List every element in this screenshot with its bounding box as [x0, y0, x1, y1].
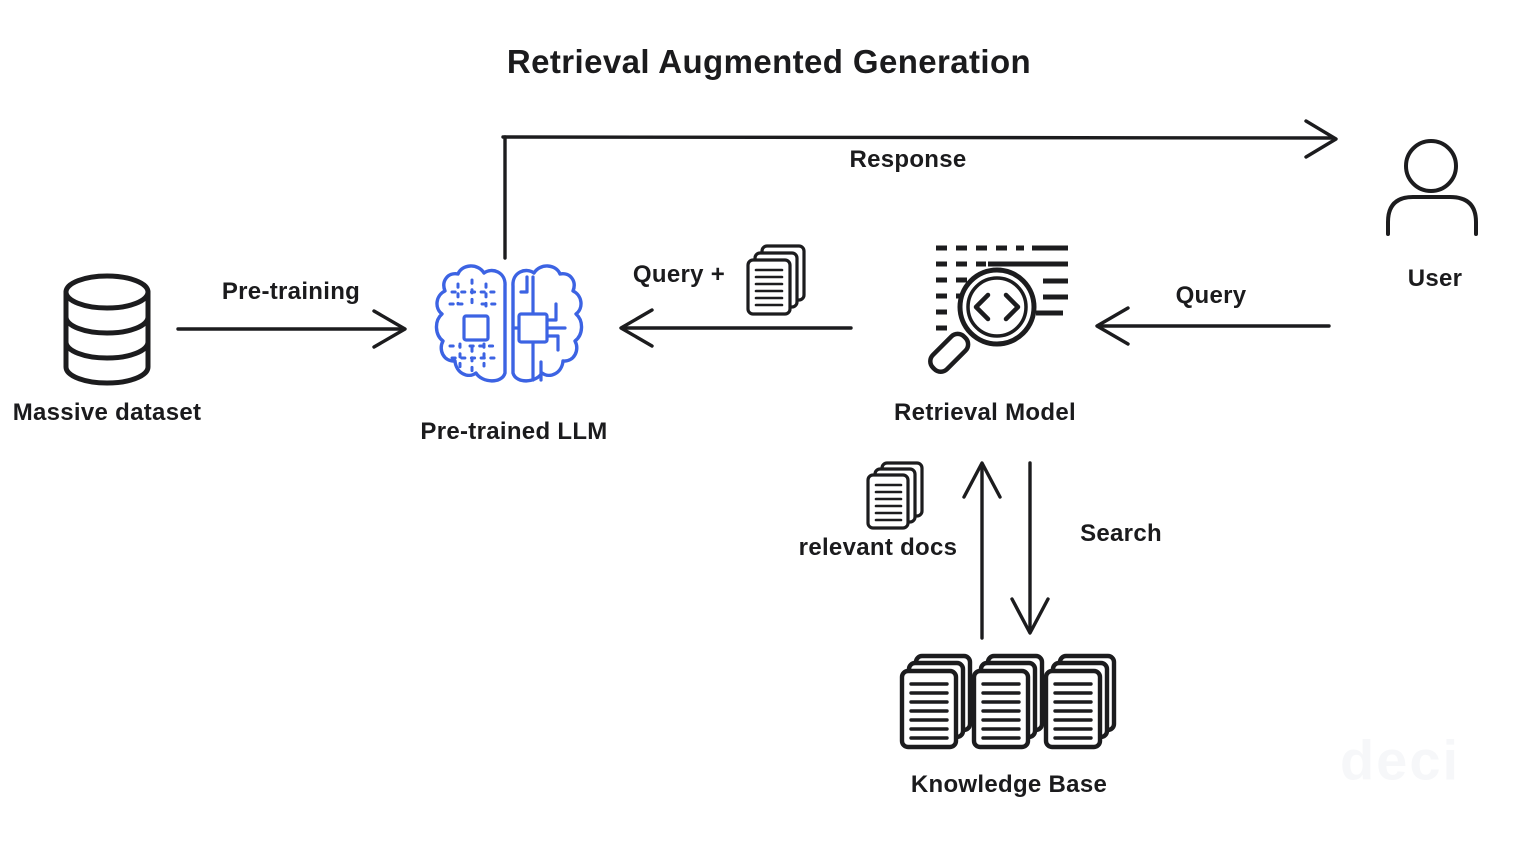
pre-trained-llm-label: Pre-trained LLM [420, 418, 608, 445]
user-label: User [1407, 265, 1463, 292]
query-label: Query [1175, 282, 1247, 309]
pre-training-label: Pre-training [221, 278, 361, 305]
document-stack [899, 653, 973, 750]
document-stack [971, 653, 1045, 750]
query-documents-icon [746, 244, 806, 316]
person-icon [1386, 139, 1478, 236]
massive-dataset-label: Massive dataset [12, 399, 202, 426]
pre-training-arrow [176, 309, 407, 349]
page-title: Retrieval Augmented Generation [506, 43, 1032, 80]
magnifier-code-icon [928, 245, 1068, 374]
knowledge-base-label: Knowledge Base [910, 771, 1108, 798]
brain-chip-icon [434, 264, 584, 383]
search-arrow [1010, 461, 1050, 635]
relevant-docs-arrow [962, 461, 1002, 640]
query-plus-arrow [619, 308, 853, 348]
watermark: deci [1339, 728, 1461, 792]
query-plus-label: Query + [632, 261, 726, 288]
search-label: Search [1080, 520, 1162, 547]
database-icon [63, 273, 151, 386]
relevant-documents-icon [866, 461, 924, 530]
code-brackets-icon [973, 292, 1021, 322]
document-stacks-icon [899, 653, 1117, 750]
response-arrow [501, 119, 1338, 260]
document-stack [1043, 653, 1117, 750]
response-label: Response [849, 146, 967, 173]
relevant-docs-label: relevant docs [798, 534, 958, 561]
query-arrow [1095, 306, 1331, 346]
retrieval-model-label: Retrieval Model [894, 399, 1076, 426]
